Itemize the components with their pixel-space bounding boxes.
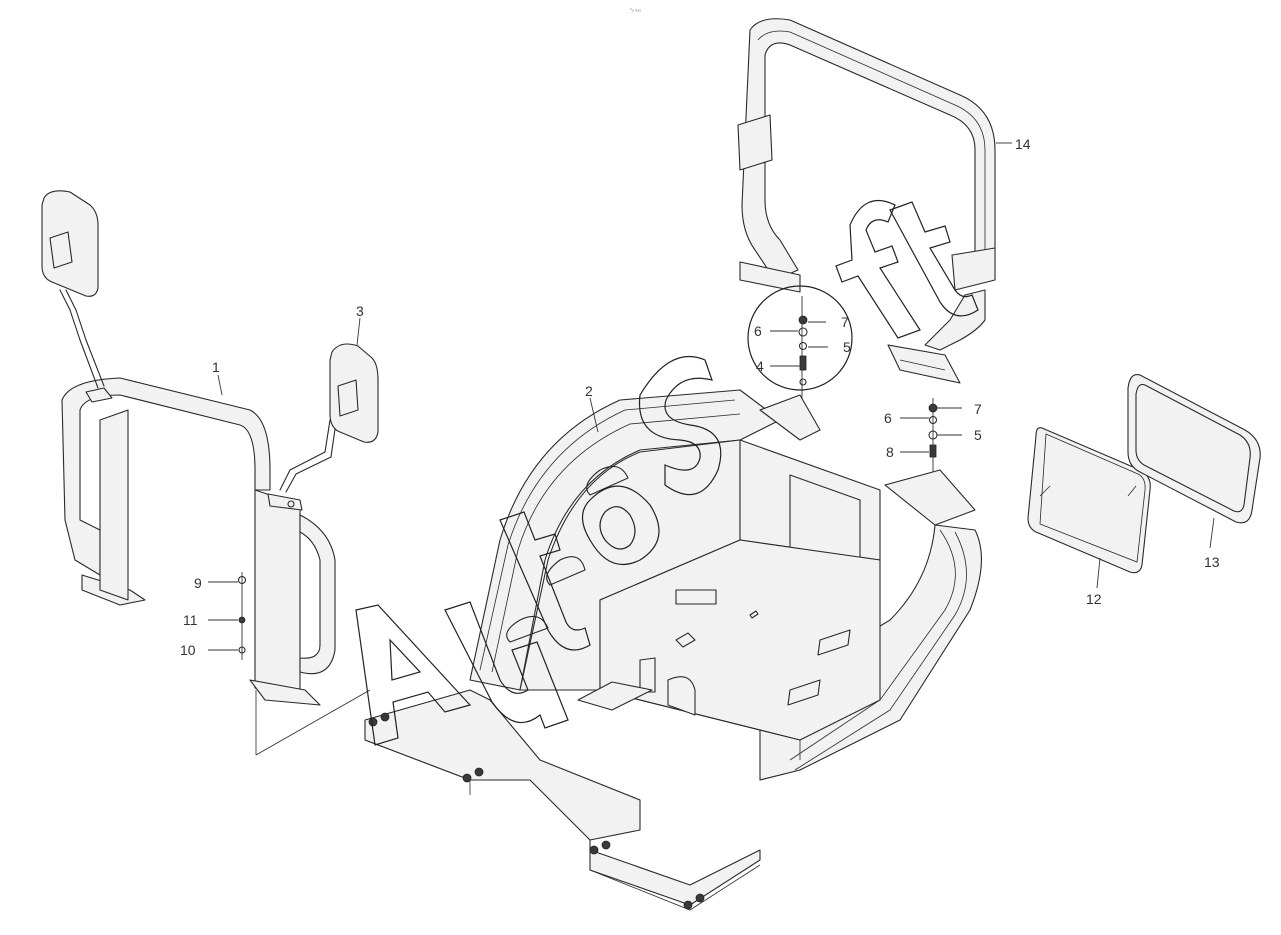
callout-5-right: 5	[974, 427, 982, 443]
part-3-mirror	[329, 343, 379, 443]
fastener-stack-upper	[747, 285, 853, 400]
callout-1: 1	[212, 359, 220, 375]
leader-lines	[208, 142, 1215, 651]
callout-13: 13	[1204, 554, 1220, 570]
fastener-stack-left	[237, 572, 247, 660]
part-14-roll-bar	[737, 18, 996, 384]
callout-10: 10	[180, 642, 196, 658]
callout-9: 9	[194, 575, 202, 591]
callout-3: 3	[356, 303, 364, 319]
callout-labels: 1 2 3 4 5 5 6 6 7 7 8 9 10 11 12 13 14	[180, 136, 1220, 658]
callout-4: 4	[756, 358, 764, 374]
part-12-glass-panel	[1027, 427, 1151, 574]
callout-14: 14	[1015, 136, 1031, 152]
callout-6-upper: 6	[754, 323, 762, 339]
callout-11: 11	[183, 612, 198, 628]
callout-5-upper: 5	[843, 339, 851, 355]
header-text: ⁿ₀ ₃₂₀	[630, 7, 641, 13]
callout-12: 12	[1086, 591, 1102, 607]
part-13-window-seal	[1127, 373, 1261, 524]
part-1-side-guard	[41, 190, 337, 706]
callout-6-right: 6	[884, 410, 892, 426]
watermark-autosoft	[355, 199, 979, 746]
callout-2: 2	[585, 383, 593, 399]
callout-7-right: 7	[974, 401, 982, 417]
watermark-ring-o	[747, 285, 853, 391]
callout-7-upper: 7	[841, 314, 849, 330]
callout-8: 8	[886, 444, 894, 460]
part-2-platform-frame	[364, 389, 982, 911]
